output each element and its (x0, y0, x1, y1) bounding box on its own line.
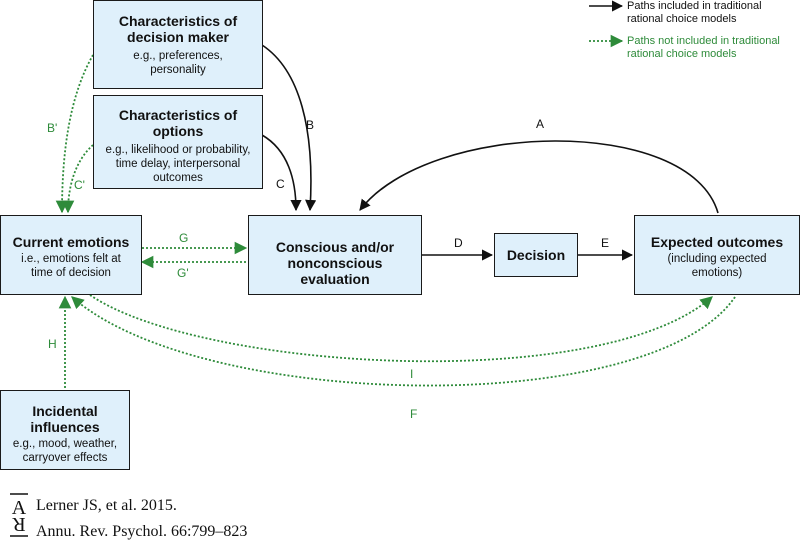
box-evaluation: Conscious and/or nonconscious evaluation (248, 215, 422, 295)
label-a: A (536, 117, 545, 131)
label-g-prime: G' (177, 266, 189, 280)
label-b-prime: B' (47, 121, 58, 135)
box-options: Characteristics of options e.g., likelih… (93, 95, 263, 189)
box-decision-title: Decision (506, 247, 566, 263)
path-b-arrow (261, 44, 317, 212)
citation-line-2: Annu. Rev. Psychol. 66:799–823 (36, 523, 248, 540)
label-e: E (601, 236, 610, 250)
label-g: G (179, 231, 189, 245)
box-current-emotions-sub: i.e., emotions felt at time of decision (21, 253, 121, 279)
citation-line-1: Lerner JS, et al. 2015. (36, 497, 177, 514)
label-h: H (48, 337, 57, 351)
box-options-title: Characteristics of options (118, 107, 238, 139)
path-i-arrow (89, 294, 713, 363)
box-evaluation-title: Conscious and/or nonconscious evaluation (275, 239, 395, 287)
label-c: C (276, 177, 285, 191)
box-incidental-sub: e.g., mood, weather, carryover effects (12, 438, 118, 464)
label-c-prime: C' (74, 178, 85, 192)
box-options-sub: e.g., likelihood or probability, time de… (105, 144, 251, 184)
box-incidental: Incidental influences e.g., mood, weathe… (0, 390, 130, 470)
box-current-emotions-title: Current emotions (12, 234, 130, 250)
box-current-emotions: Current emotions i.e., emotions felt at … (0, 215, 142, 295)
box-expected-outcomes-sub: (including expected emotions) (667, 253, 767, 279)
annual-reviews-logo-icon: A R (10, 493, 28, 537)
label-b: B (306, 118, 315, 132)
label-i: I (410, 367, 414, 381)
box-decision-maker: Characteristics of decision maker e.g., … (93, 0, 263, 89)
legend-solid-text: Paths included in traditional rational c… (627, 0, 762, 25)
path-b-prime-arrow (55, 54, 94, 214)
svg-text:A: A (12, 497, 27, 519)
box-incidental-title: Incidental influences (30, 403, 100, 435)
path-c-arrow (261, 134, 302, 212)
path-f-arrow (71, 296, 736, 387)
box-decision-maker-title: Characteristics of decision maker (118, 13, 238, 45)
box-decision: Decision (494, 233, 578, 277)
box-decision-maker-sub: e.g., preferences, personality (133, 50, 223, 76)
box-expected-outcomes: Expected outcomes (including expected em… (634, 215, 800, 295)
label-f: F (410, 407, 418, 421)
box-expected-outcomes-title: Expected outcomes (650, 234, 784, 250)
legend-dotted-text: Paths not included in traditional ration… (627, 35, 780, 60)
path-a-arrow (359, 140, 719, 214)
label-d: D (454, 236, 463, 250)
svg-text:R: R (12, 513, 26, 535)
